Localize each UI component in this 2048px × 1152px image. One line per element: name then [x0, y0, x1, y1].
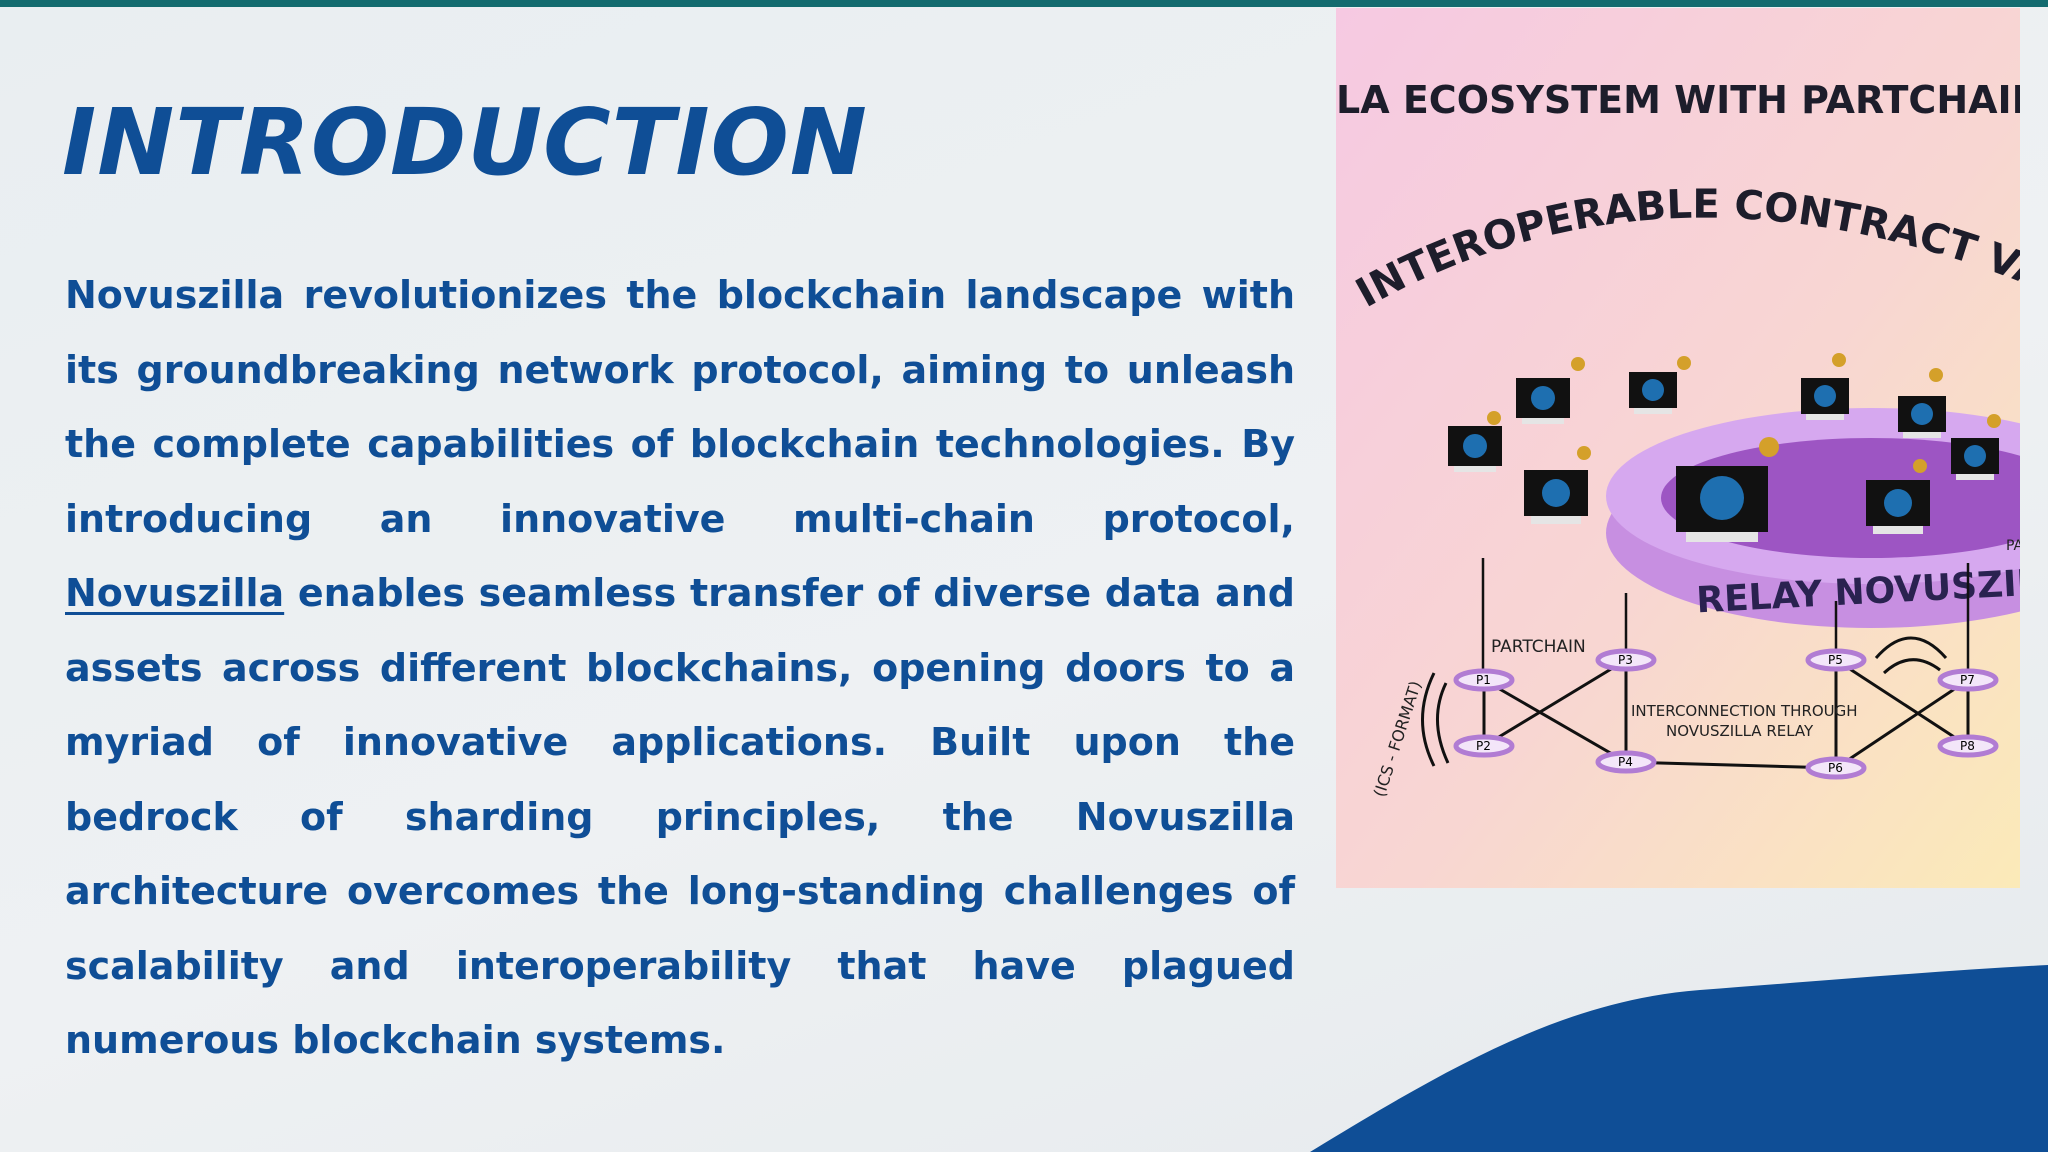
interconnect-label-1: INTERCONNECTION THROUGH: [1631, 702, 1858, 720]
partchain-node: P2: [1453, 734, 1515, 758]
coin-icon: [1571, 357, 1585, 371]
node-label: P2: [1476, 739, 1491, 753]
ecosystem-diagram: LA ECOSYSTEM WITH PARTCHAINS INTE INTERO…: [1336, 8, 2020, 888]
partchain-label: PARTCHAIN: [1491, 637, 1586, 657]
coin-icon: [1677, 356, 1691, 370]
monitor-icon: [1951, 438, 1999, 480]
intro-text-part-1: Novuszilla revolutionizes the blockchain…: [65, 273, 1295, 541]
partchain-node: P5: [1805, 648, 1867, 672]
curved-arrow-icon: [1421, 636, 1948, 767]
node-label: P8: [1960, 739, 1975, 753]
monitor-icon: [1448, 426, 1502, 472]
partchain-node: P7: [1937, 668, 1999, 692]
coin-icon: [1913, 459, 1927, 473]
node-label: P3: [1618, 653, 1633, 667]
side-label: PA: [2006, 538, 2020, 554]
partchain-node: P1: [1453, 668, 1515, 692]
intro-paragraph: Novuszilla revolutionizes the blockchain…: [65, 258, 1295, 1078]
monitor-icon: [1898, 396, 1946, 438]
partchain-node: P6: [1805, 756, 1867, 780]
coin-icon: [1487, 411, 1501, 425]
monitor-icon: [1676, 466, 1768, 542]
monitor-icon: [1629, 372, 1677, 414]
monitor-icon: [1866, 480, 1930, 534]
node-label: P6: [1828, 761, 1843, 775]
coin-icon: [1929, 368, 1943, 382]
coin-icon: [1759, 437, 1779, 457]
diagram-header: LA ECOSYSTEM WITH PARTCHAINS INTE: [1336, 78, 2020, 122]
node-label: P1: [1476, 673, 1491, 687]
node-label: P5: [1828, 653, 1843, 667]
novuszilla-underlined-term: Novuszilla: [65, 571, 285, 615]
page-title: INTRODUCTION: [62, 89, 868, 196]
coin-icon: [1577, 446, 1591, 460]
monitor-icon: [1516, 378, 1570, 424]
partchain-node: P3: [1595, 648, 1657, 672]
monitor-icon: [1801, 378, 1849, 420]
top-accent-rule: [0, 0, 2048, 7]
intro-text-part-2: enables seamless transfer of diverse dat…: [65, 571, 1295, 1062]
interconnect-label-2: NOVUSZILLA RELAY: [1666, 722, 1814, 740]
node-label: P7: [1960, 673, 1975, 687]
wave-shape: [1310, 965, 2048, 1152]
monitor-icon: [1524, 470, 1588, 524]
partchain-node: P8: [1937, 734, 1999, 758]
coin-icon: [1832, 353, 1846, 367]
node-label: P4: [1618, 755, 1633, 769]
coin-icon: [1987, 414, 2001, 428]
partchain-node: P4: [1595, 750, 1657, 774]
